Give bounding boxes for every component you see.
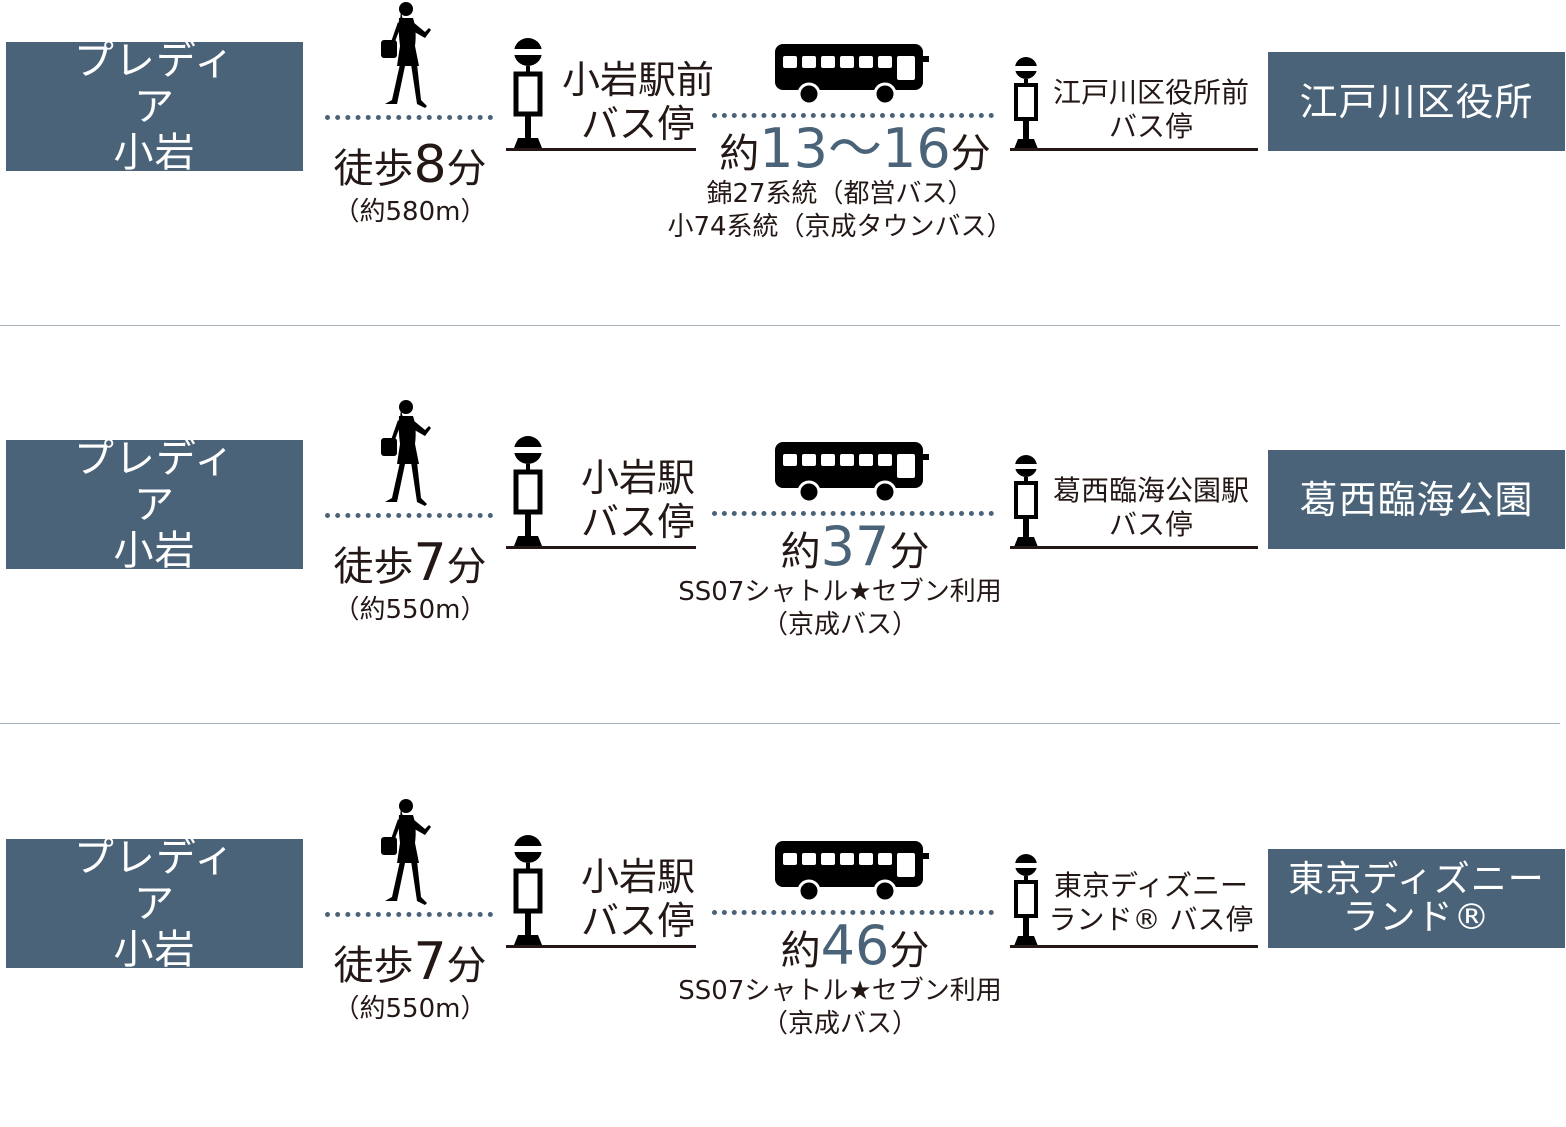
bus-minutes: 13〜16 [759, 117, 951, 180]
dest-stop-label: 葛西臨海公園駅 バス停 [1052, 474, 1249, 541]
walk-unit: 分 [446, 943, 487, 989]
walk-time: 徒歩7分 [320, 936, 500, 991]
origin-stop-underline [506, 546, 696, 549]
divider [0, 325, 1560, 326]
origin-stop-label: 小岩駅 バス停 [580, 456, 695, 544]
bus-stop-icon [513, 835, 543, 945]
walk-prefix: 徒歩 [333, 544, 414, 590]
walk-minutes: 8 [413, 135, 447, 195]
route-3: プレディア 小岩 徒歩7分 （約550m） 小岩駅 バス停 [0, 797, 1566, 1127]
bus-icon [775, 442, 929, 504]
bus-icon [775, 841, 929, 903]
bus-stop-icon [1014, 57, 1038, 149]
origin-label: プレディア 小岩 [73, 435, 236, 574]
walk-unit: 分 [446, 146, 487, 192]
origin-stop-label: 小岩駅前 バス停 [561, 58, 714, 146]
walk-distance: （約580m） [333, 197, 487, 227]
bus-minutes: 37 [820, 515, 890, 578]
walk-time: 徒歩7分 [320, 537, 500, 592]
walk-prefix: 徒歩 [333, 146, 414, 192]
origin-label: プレディア 小岩 [73, 37, 236, 176]
bus-note: SS07シャトル★セブン利用 （京成バス） [678, 976, 1002, 1039]
origin-stop-underline [506, 945, 696, 948]
origin-stop-underline [506, 148, 696, 151]
bus-prefix: 約 [780, 928, 821, 974]
destination-label: 江戸川区役所 [1299, 79, 1534, 124]
walk-dotted-line [325, 513, 493, 518]
bus-time: 約46分 [700, 917, 1010, 980]
bus-unit: 分 [889, 529, 930, 575]
bus-prefix: 約 [719, 131, 760, 177]
bus-dotted-line [712, 910, 994, 915]
origin-box: プレディア 小岩 [6, 38, 303, 176]
bus-note: 錦27系統（都営バス） 小74系統（京成タウンバス） [667, 179, 1013, 242]
bus-dotted-line [712, 113, 994, 118]
walk-minutes: 7 [413, 533, 447, 593]
route-2: プレディア 小岩 徒歩7分 （約550m） 小岩駅 バス停 [0, 398, 1566, 728]
bus-time: 約37分 [700, 518, 1010, 581]
walk-prefix: 徒歩 [333, 943, 414, 989]
dest-stop-label: 江戸川区役所前 バス停 [1052, 76, 1249, 143]
walk-minutes: 7 [413, 932, 447, 992]
bus-note: SS07シャトル★セブン利用 （京成バス） [678, 577, 1002, 640]
bus-minutes: 46 [820, 914, 890, 977]
bus-stop-icon [1014, 854, 1038, 946]
walk-distance: （約550m） [333, 994, 487, 1024]
bus-icon [775, 44, 929, 106]
destination-label: 東京ディズニー ランド® [1288, 858, 1545, 938]
bus-unit: 分 [889, 928, 930, 974]
dest-stop-underline [1010, 945, 1258, 948]
destination-label: 葛西臨海公園 [1299, 477, 1534, 522]
walk-time: 徒歩8分 [320, 139, 500, 194]
walking-woman-icon [381, 2, 431, 108]
origin-label: プレディア 小岩 [73, 834, 236, 973]
walking-woman-icon [381, 799, 431, 905]
route-1: プレディア 小岩 徒歩8分 （約580m） 小岩駅前 バス停 [0, 0, 1566, 330]
origin-box: プレディア 小岩 [6, 436, 303, 574]
origin-stop-label: 小岩駅 バス停 [580, 855, 695, 943]
origin-box: プレディア 小岩 [6, 835, 303, 973]
bus-prefix: 約 [780, 529, 821, 575]
bus-dotted-line [712, 511, 994, 516]
divider [0, 723, 1560, 724]
dest-stop-underline [1010, 148, 1258, 151]
walk-distance: （約550m） [333, 595, 487, 625]
bus-time: 約13〜16分 [700, 120, 1010, 183]
bus-stop-icon [1014, 455, 1038, 547]
walk-dotted-line [325, 115, 493, 120]
bus-stop-icon [513, 436, 543, 546]
bus-unit: 分 [950, 131, 991, 177]
bus-stop-icon [513, 38, 543, 148]
dest-stop-label: 東京ディズニー ランド® バス停 [1048, 869, 1254, 936]
dest-stop-underline [1010, 546, 1258, 549]
walk-unit: 分 [446, 544, 487, 590]
destination-box: 葛西臨海公園 [1268, 450, 1565, 549]
destination-box: 東京ディズニー ランド® [1268, 849, 1565, 948]
walk-dotted-line [325, 912, 493, 917]
walking-woman-icon [381, 400, 431, 506]
destination-box: 江戸川区役所 [1268, 52, 1565, 151]
